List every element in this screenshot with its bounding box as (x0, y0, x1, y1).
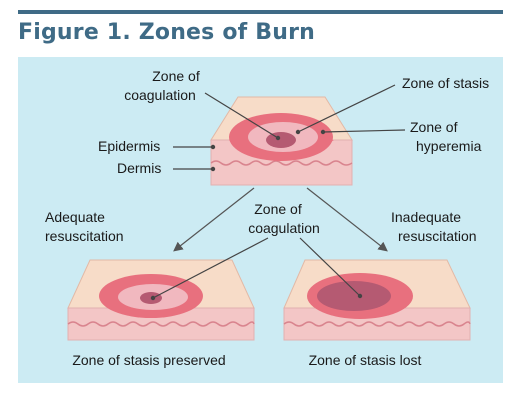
stasis-leader-dot (295, 129, 301, 135)
label-epidermis: Epidermis (98, 138, 160, 154)
label-zone-of-stasis: Zone of stasis (402, 75, 489, 91)
hyperemia-leader-line (322, 129, 406, 133)
coag-leader-left (152, 237, 269, 299)
title-rule (18, 10, 503, 14)
caption-stasis-lost: Zone of stasis lost (309, 352, 422, 368)
top-skin-boundary (210, 160, 353, 166)
label-zone-of-hyperemia-2: hyperemia (416, 138, 482, 154)
label-zone-of-hyperemia-1: Zone of (410, 119, 458, 135)
arrow-inadequate (306, 187, 388, 252)
left-skin-boundary (67, 321, 255, 327)
label-inadequate-1: Inadequate (391, 209, 461, 225)
coag-leader-dot (275, 135, 281, 141)
hyperemia-leader-dot (320, 129, 326, 135)
top-leader-lines (173, 84, 406, 172)
coagulation-outcome-leaders (150, 237, 363, 301)
outcome-arrows (173, 187, 388, 252)
coag-leader-line (204, 92, 279, 139)
label-zone-of-coagulation-top-2: coagulation (124, 87, 196, 103)
figure-title: Figure 1. Zones of Burn (18, 20, 316, 45)
right-skin-block (283, 259, 471, 341)
zone-of-coagulation-shape (266, 132, 296, 148)
right-wound-coagulation (317, 281, 391, 311)
label-zone-of-coagulation-mid-2: coagulation (248, 220, 320, 236)
label-adequate-1: Adequate (45, 209, 105, 225)
epidermis-leader-dot (210, 144, 216, 150)
label-zone-of-coagulation-top-1: Zone of (152, 68, 200, 84)
label-zone-of-coagulation-mid-1: Zone of (254, 201, 302, 217)
coag-leader-left-dot (150, 295, 156, 301)
label-adequate-2: resuscitation (45, 228, 124, 244)
coag-leader-right (299, 237, 361, 297)
arrow-adequate (173, 187, 255, 252)
dermis-leader-dot (210, 166, 216, 172)
top-skin-block (210, 96, 353, 186)
label-inadequate-2: resuscitation (398, 228, 477, 244)
left-skin-block (67, 259, 255, 341)
caption-stasis-preserved: Zone of stasis preserved (72, 352, 225, 368)
label-dermis: Dermis (117, 160, 161, 176)
coag-leader-right-dot (357, 293, 363, 299)
right-skin-boundary (283, 321, 471, 327)
stasis-leader-line (297, 84, 396, 133)
